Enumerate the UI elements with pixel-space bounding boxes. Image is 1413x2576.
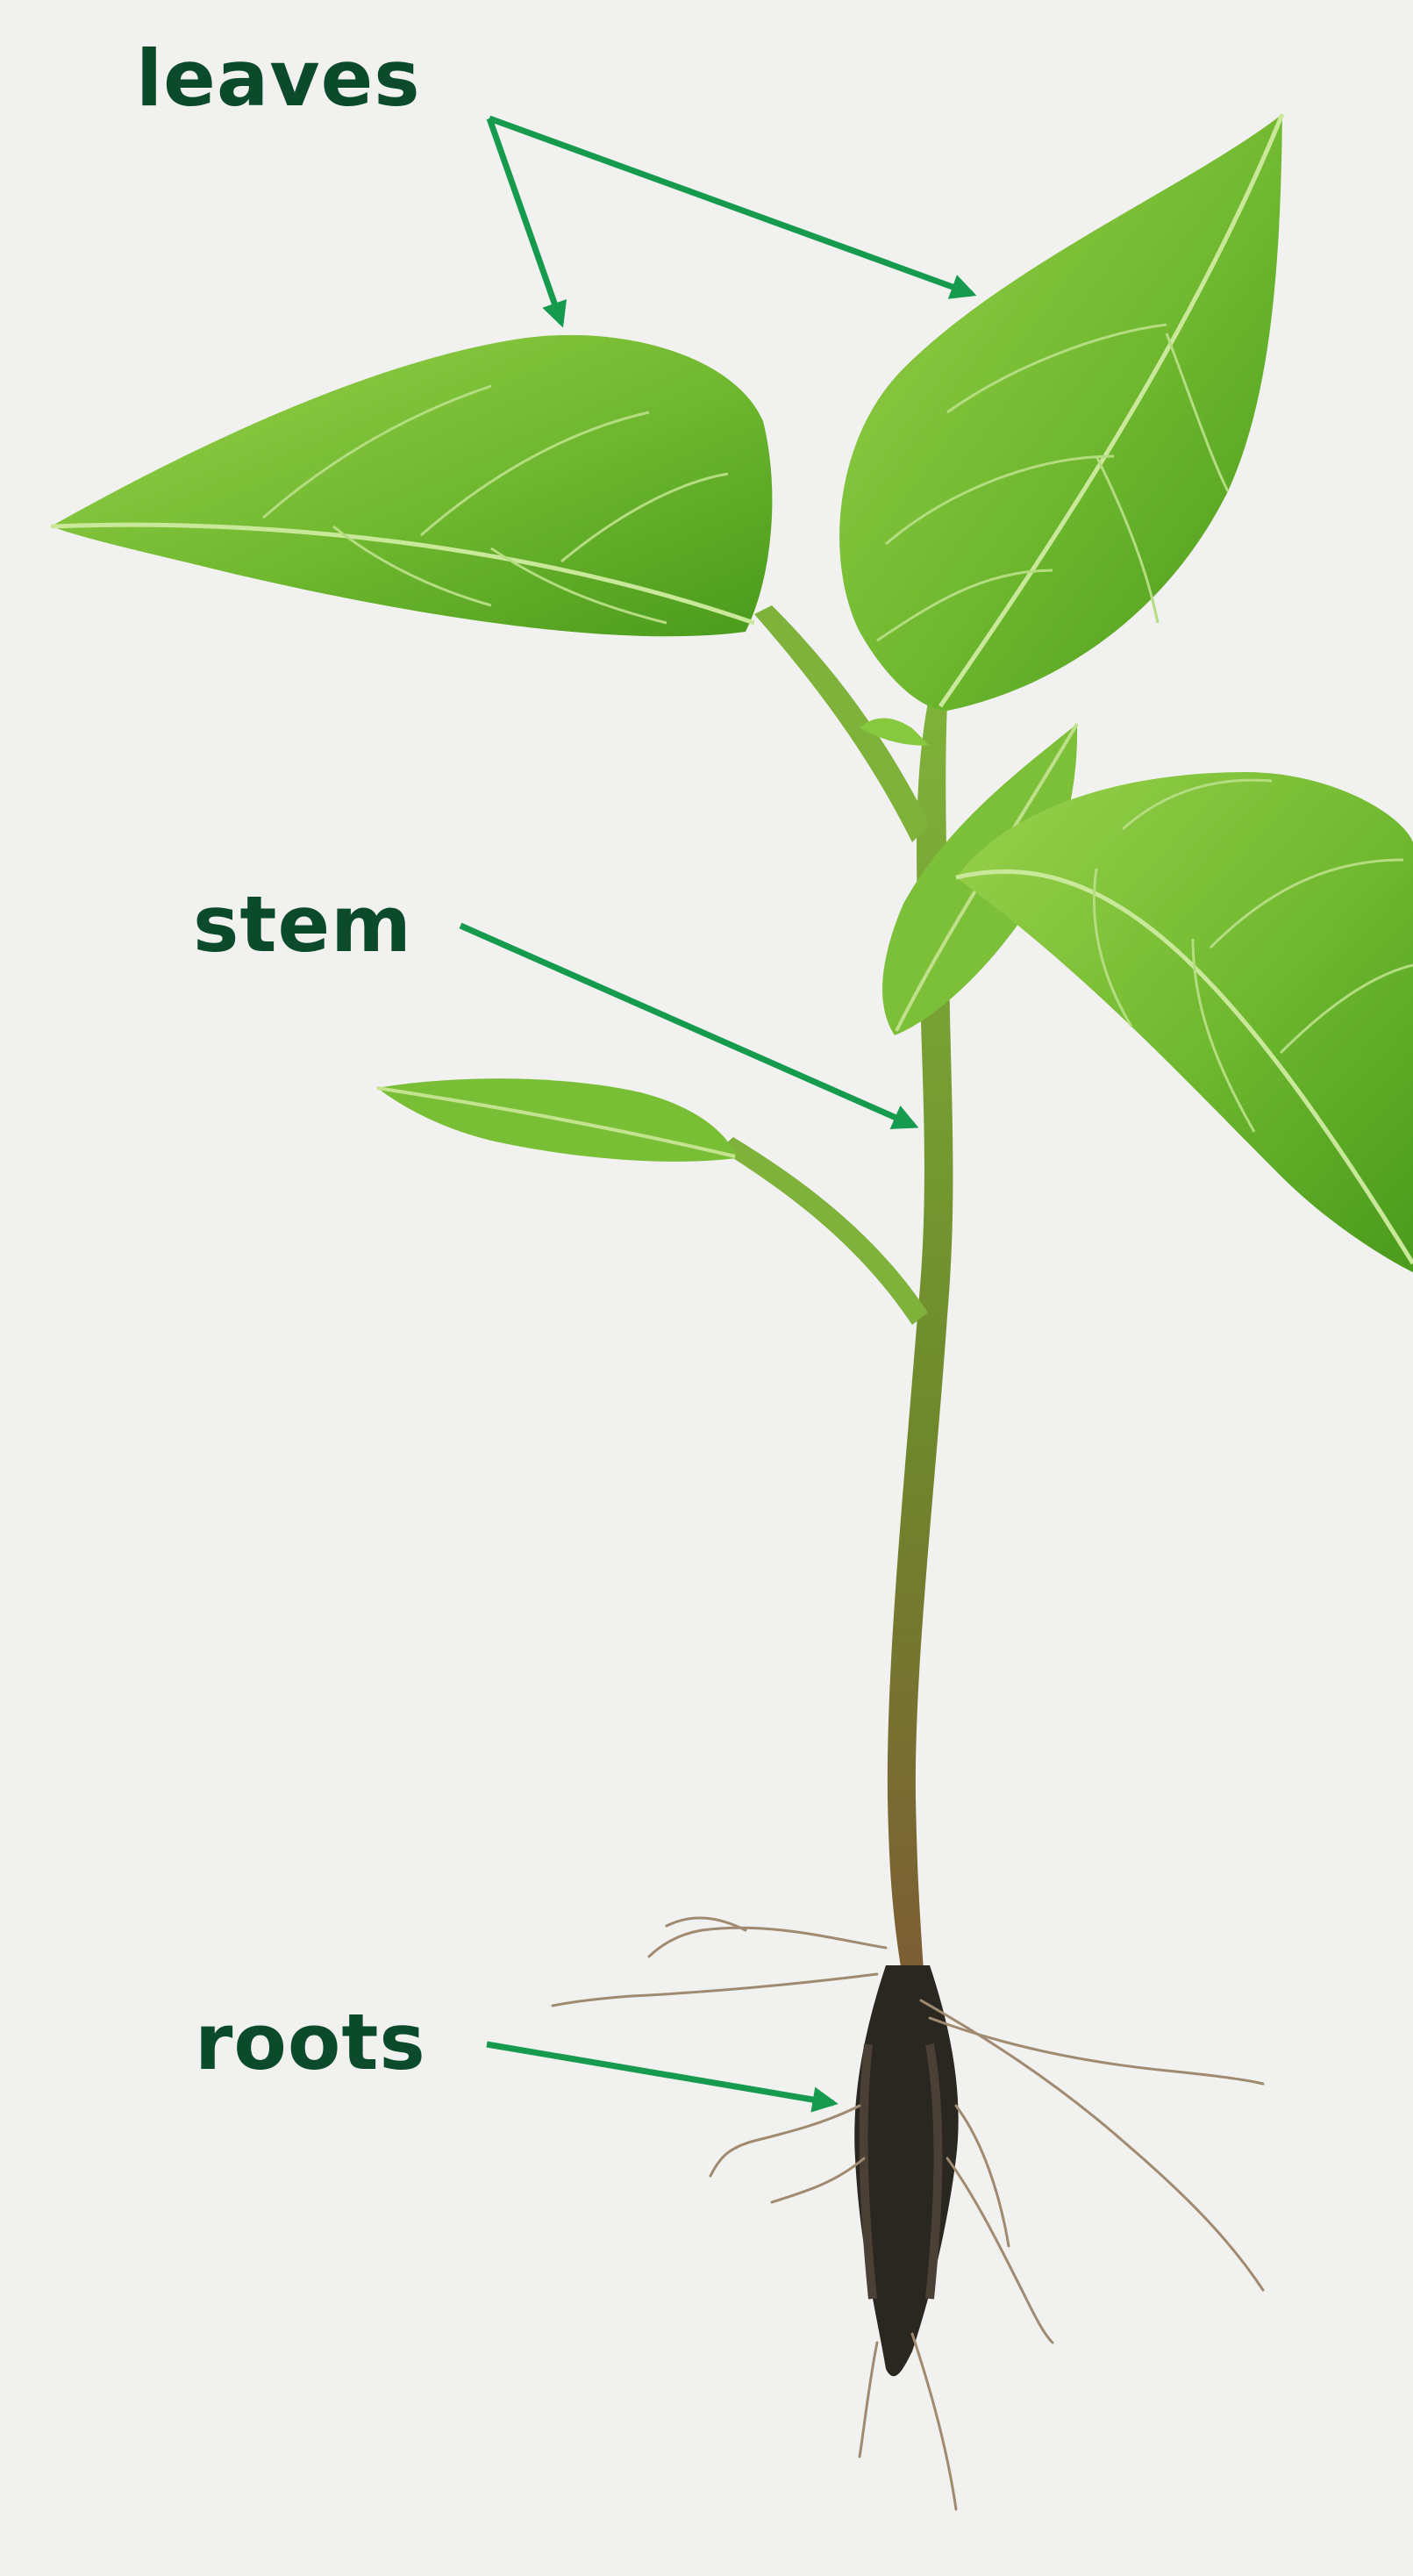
arrow-leaves-right bbox=[489, 118, 972, 294]
root-system bbox=[553, 1918, 1263, 2509]
petiole-lower-left bbox=[719, 1137, 928, 1325]
leaf-upper-left bbox=[51, 335, 772, 636]
label-roots: roots bbox=[195, 2004, 426, 2081]
arrow-leaves-left bbox=[489, 118, 561, 323]
leaf-upper-right bbox=[839, 114, 1282, 711]
leaf-lower-left bbox=[377, 1078, 737, 1162]
leaf-right bbox=[956, 772, 1413, 1272]
arrow-roots bbox=[487, 2044, 833, 2103]
label-stem: stem bbox=[193, 886, 412, 963]
label-leaves: leaves bbox=[136, 40, 421, 118]
